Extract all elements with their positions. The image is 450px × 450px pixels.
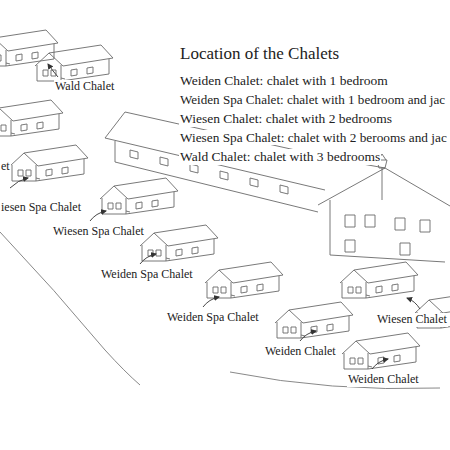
chalet-label: Wald Chalet bbox=[54, 80, 115, 94]
chalet-description: Wiesen Chalet: chalet with 2 bedrooms bbox=[179, 111, 393, 127]
chalet-description: Weiden Spa Chalet: chalet with 1 bedroom… bbox=[179, 92, 446, 107]
chalet-label: et bbox=[0, 160, 11, 174]
leader-arrow bbox=[10, 64, 420, 369]
main-building bbox=[105, 112, 450, 262]
chalet-label: Weiden Spa Chalet bbox=[100, 268, 194, 282]
map-title: Location of the Chalets bbox=[179, 44, 340, 64]
chalet-label: Wiesen Chalet bbox=[376, 313, 448, 327]
chalet-label: iesen Spa Chalet bbox=[0, 201, 82, 215]
terrain-line bbox=[0, 232, 440, 389]
chalet-drawing bbox=[0, 30, 450, 369]
chalet-description: Wiesen Spa Chalet: chalet with 2 berooms… bbox=[179, 130, 448, 145]
chalet-label: Weiden Chalet bbox=[264, 345, 337, 359]
chalet-label: Wiesen Spa Chalet bbox=[52, 225, 145, 239]
chalet-description: Wald Chalet: chalet with 3 bedrooms bbox=[179, 149, 381, 165]
chalet-label: Weiden Spa Chalet bbox=[166, 311, 260, 325]
chalet-description: Weiden Chalet: chalet with 1 bedroom bbox=[179, 73, 389, 89]
chalet-label: Weiden Chalet bbox=[347, 373, 420, 387]
